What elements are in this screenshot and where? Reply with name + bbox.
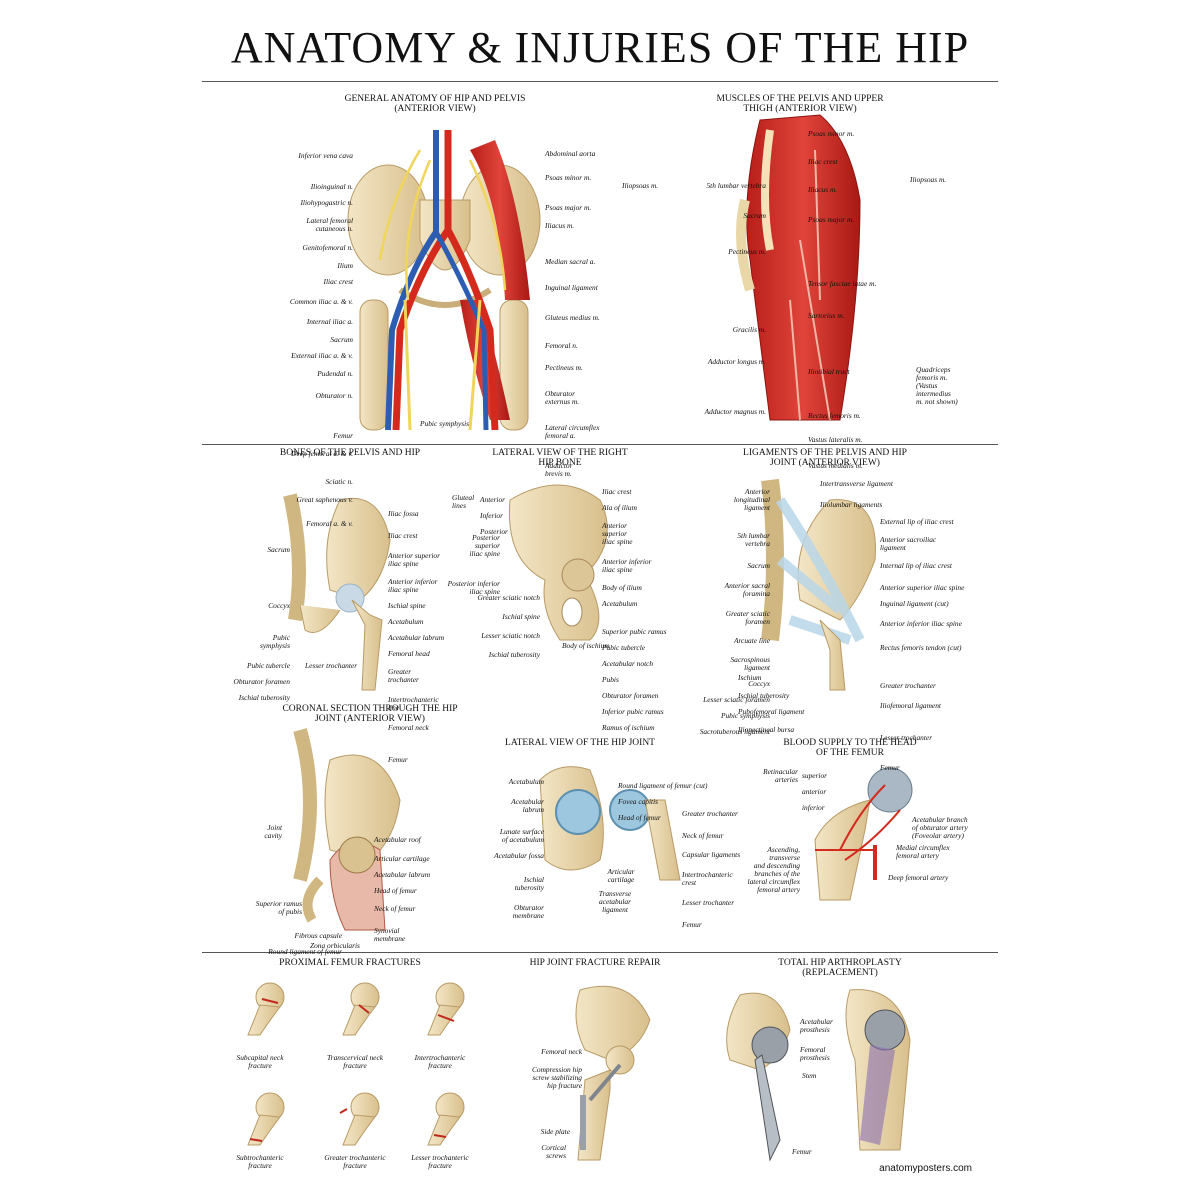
repair-cortical-screws: Cortical screws [541,1143,566,1160]
panel-title-blood: BLOOD SUPPLY TO THE HEAD OF THE FEMUR [783,738,917,758]
panel-title-fractures: PROXIMAL FEMUR FRACTURES [279,958,421,968]
coronal-superior-ramus: Superior ramus of pubis [255,899,302,916]
panel-title-arthroplasty: TOTAL HIP ARTHROPLASTY (REPLACEMENT) [778,958,902,978]
blood-bracket-items: superior anterior inferior [802,771,828,812]
muscles-illustration [736,114,861,421]
lateral-bone-left-labels: Posterior superior iliac spine Posterior… [447,533,500,596]
muscles-bracket-label-iliopsoas: Iliopsoas m. [910,175,947,184]
lateral-joint-illustration [539,766,681,881]
fracture-caption: Transcervical neck fracture [326,1053,384,1070]
blood-supply-illustration [814,767,913,901]
divider [202,444,998,445]
ligaments-right-labels: Intertransverse ligament Iliolumbar liga… [820,479,893,509]
repair-side-plate: Side plate [540,1127,570,1136]
coronal-joint-cavity: Joint cavity [264,823,282,840]
repair-illustration [575,985,651,1161]
arthroplasty-illustration [726,989,911,1162]
lateral-joint-transverse-ligament: Transverse acetabular ligament [598,889,632,914]
lateral-bone-right-labels: Iliac crest Ala of ilium Anterior superi… [602,487,667,732]
arthroplasty-femoral: Femoral prosthesis [800,1045,830,1062]
bones-illustration [283,493,391,691]
ligaments-bottom-labels: Ischium Ischial tuberosity Pubofemoral l… [738,673,805,734]
lateral-joint-right-labels: Round ligament of femur (cut) Fovea capi… [618,781,708,822]
coronal-illustration [293,728,401,931]
panel-title-general: GENERAL ANATOMY OF HIP AND PELVIS (ANTER… [344,94,526,114]
fracture-caption: Lesser trochanteric fracture [411,1153,469,1170]
lateral-joint-articular-cartilage: Articular cartilage [607,867,635,884]
general-bottom-label: Pubic symphysis [420,419,470,428]
bones-lesser-trochanter: Lesser trochanter [305,661,358,670]
panel-title-coronal: CORONAL SECTION THROUGH THE HIP JOINT (A… [282,704,458,724]
bones-left-labels: Sacrum Coccyx Pubic symphysis Pubic tube… [233,545,290,702]
footer-url[interactable]: anatomyposters.com [879,1163,972,1174]
repair-labels: Femoral neck Compression hip screw stabi… [531,1047,582,1090]
general-bracket-label: Iliopsoas m. [622,181,659,190]
coronal-right-labels: Acetabular roof Articular cartilage Acet… [374,835,431,943]
bones-right-labels: Iliac fossa Iliac crest Anterior superio… [388,509,445,764]
panel-title-bones: BONES OF THE PELVIS AND HIP [279,448,421,458]
ligaments-left-labels: Anterior longitudinal ligament 5th lumba… [699,487,770,736]
lateral-joint-right-labels-lower: Greater trochanter Neck of femur Capsula… [682,809,741,929]
lateral-bone-left-labels-lower: Greater sciatic notch Ischial spine Less… [477,593,540,659]
lateral-bone-illustration [508,484,608,641]
panel-title-lateral-joint: LATERAL VIEW OF THE HIP JOINT [505,738,655,748]
ligaments-right-labels-lower: External lip of iliac crest Anterior sac… [880,517,965,772]
blood-ascending-branches: Ascending, transverse and descending bra… [747,845,800,894]
fracture-caption: Intertrochanteric fracture [414,1053,466,1070]
divider [202,952,998,953]
general-anatomy-illustration [347,130,541,431]
blood-deep-femoral: Deep femoral artery [888,873,949,882]
lateral-bone-gluteal: Gluteal lines [452,493,475,510]
panel-title-lateral-bone: LATERAL VIEW OF THE RIGHT HIP BONE [492,448,628,468]
blood-acetabular-branch: Acetabular branch of obturator artery (F… [912,815,968,840]
general-left-labels: Inferior vena cava Ilioinguinal n. Ilioh… [289,151,353,528]
panel-title-muscles: MUSCLES OF THE PELVIS AND UPPER THIGH (A… [716,94,884,114]
blood-retinacular: Retinacular arteries [763,767,798,784]
muscles-bracket-label-quadriceps: Quadriceps femoris m. (Vastus intermediu… [916,365,958,406]
panel-title-repair: HIP JOINT FRACTURE REPAIR [529,958,661,968]
lateral-bone-bottom-label: Body of ischium [562,641,610,650]
panel-title-ligaments: LIGAMENTS OF THE PELVIS AND HIP JOINT (A… [743,448,907,468]
blood-medial-circumflex: Medial circumflex femoral artery [896,843,950,860]
ligaments-illustration [761,478,876,691]
muscles-right-labels: Psoas minor m. Iliac crest Iliacus m. Ps… [808,129,877,470]
coronal-lower-labels: Fibrous capsule Round ligament of femur [268,931,342,956]
arthroplasty-femur: Femur [792,1147,812,1156]
fracture-caption: Subtrochanteric fracture [236,1153,284,1170]
general-right-labels: Abdominal aorta Psoas minor m. Psoas maj… [545,149,600,478]
divider [202,81,998,82]
fracture-caption: Greater trochanteric fracture [324,1153,386,1170]
fractures-illustration [247,982,465,1146]
arthroplasty-stem: Stem [802,1071,817,1080]
lateral-bone-gluteal-lines: Anterior Inferior Posterior [480,495,508,536]
poster-title: ANATOMY & INJURIES OF THE HIP [230,23,970,72]
coronal-zona-orbicularis: Zona orbicularis [310,941,360,950]
lateral-joint-left-labels: Acetabulum Acetabular labrum Lunate surf… [494,777,544,920]
muscles-left-labels: 5th lumbar vertebra Sacrum Pectineus m. … [704,181,766,416]
arthroplasty-acetabular: Acetabular prosthesis [800,1017,833,1034]
fracture-caption: Subcapital neck fracture [236,1053,284,1070]
